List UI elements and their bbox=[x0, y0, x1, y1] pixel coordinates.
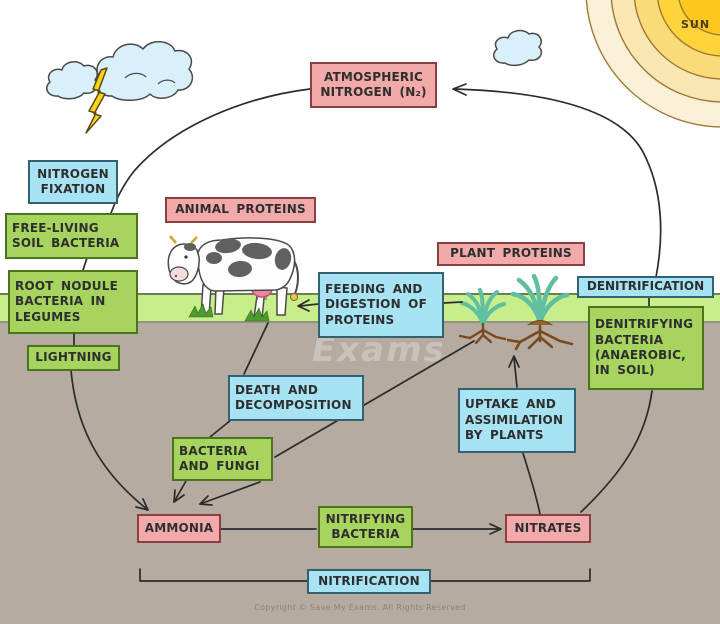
box-free-living-soil-bacteria: FREE-LIVING SOIL BACTERIA bbox=[5, 213, 138, 259]
sun-label: SUN bbox=[681, 18, 711, 31]
arrowhead bbox=[135, 498, 149, 511]
storm-cloud-icon bbox=[46, 41, 194, 101]
connector-plants-to-feeding bbox=[442, 301, 463, 304]
grass-tuft-icon bbox=[188, 303, 270, 322]
arrow-lightning-to-ammonia bbox=[70, 369, 149, 511]
box-ammonia: AMMONIA bbox=[137, 514, 221, 543]
small-cloud-icon bbox=[493, 29, 543, 67]
line-nitrates-to-uptake bbox=[522, 452, 541, 515]
arrowhead bbox=[489, 523, 502, 535]
arrowhead bbox=[173, 489, 185, 503]
arrowhead bbox=[199, 495, 213, 506]
box-atmospheric-nitrogen: ATMOSPHERIC NITROGEN (N₂) bbox=[310, 62, 437, 108]
box-denitrifying-bacteria: DENITRIFYING BACTERIA (ANAEROBIC, IN SOI… bbox=[588, 306, 704, 390]
arrow-uptake-to-plants bbox=[513, 357, 518, 388]
arrow-feeding-to-cow bbox=[299, 303, 319, 307]
line-nitrates-to-denitrifying bbox=[580, 390, 653, 513]
box-denitrification: DENITRIFICATION bbox=[577, 276, 714, 298]
arrow-bacteria-to-ammonia-2 bbox=[199, 481, 261, 505]
line-cow-to-death bbox=[243, 322, 269, 375]
box-uptake-assimilation: UPTAKE AND ASSIMILATION BY PLANTS bbox=[458, 388, 576, 453]
box-feeding-digestion: FEEDING AND DIGESTION OF PROTEINS bbox=[318, 272, 444, 338]
connector-freeliving-rootnodule bbox=[82, 257, 88, 271]
box-nitrates: NITRATES bbox=[505, 514, 591, 543]
box-animal-proteins: ANIMAL PROTEINS bbox=[165, 197, 316, 223]
lightning-icon bbox=[85, 67, 108, 134]
arrowhead bbox=[508, 355, 520, 368]
arrow-n2-to-fixation bbox=[110, 88, 311, 214]
copyright-text: Copyright © Save My Exams. All Rights Re… bbox=[254, 603, 466, 612]
box-root-nodule-bacteria: ROOT NODULE BACTERIA IN LEGUMES bbox=[8, 270, 138, 334]
sun-icon bbox=[585, 0, 720, 128]
line-plants-to-bacteria bbox=[274, 340, 475, 458]
arrow-denitrification-to-n2 bbox=[454, 88, 662, 278]
box-lightning: LIGHTNING bbox=[27, 345, 120, 371]
box-nitrifying-bacteria: NITRIFYING BACTERIA bbox=[318, 506, 413, 548]
cow-illustration bbox=[167, 235, 299, 319]
box-plant-proteins: PLANT PROTEINS bbox=[437, 242, 585, 266]
box-nitrification: NITRIFICATION bbox=[307, 569, 431, 594]
arrow-bacteria-to-ammonia-1 bbox=[173, 480, 187, 503]
box-nitrogen-fixation: NITROGEN FIXATION bbox=[28, 160, 118, 204]
arrowhead bbox=[297, 299, 310, 312]
box-bacteria-fungi: BACTERIA AND FUNGI bbox=[172, 437, 273, 481]
arrowhead bbox=[452, 83, 467, 96]
line-death-to-bacteria bbox=[209, 419, 232, 438]
plant-illustration bbox=[458, 273, 574, 351]
box-death-decomposition: DEATH AND DECOMPOSITION bbox=[228, 375, 364, 421]
